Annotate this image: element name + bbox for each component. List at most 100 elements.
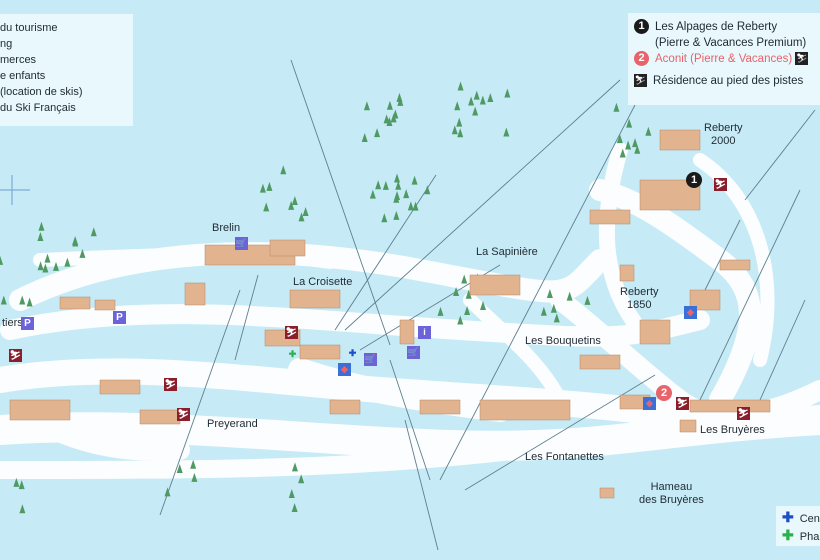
- building: [99, 379, 141, 395]
- building: [589, 209, 631, 225]
- ski-school-esf-icon[interactable]: ⛷: [676, 397, 689, 410]
- pharmacy-icon[interactable]: ✚: [288, 349, 297, 359]
- place-les-bouquetins: Les Bouquetins: [525, 335, 601, 347]
- place-reberty-2000: Reberty 2000: [704, 122, 743, 147]
- building: [329, 399, 361, 415]
- building: [94, 299, 116, 311]
- place-brelin: Brelin: [212, 222, 241, 234]
- tree: [412, 201, 419, 211]
- tree: [298, 212, 305, 222]
- tree: [381, 213, 388, 223]
- tree: [632, 138, 639, 148]
- tree: [190, 459, 197, 469]
- tree: [468, 96, 475, 106]
- ski-school-esf-icon[interactable]: ⛷: [177, 408, 190, 421]
- ski-rental-icon[interactable]: ◆: [684, 306, 697, 319]
- ski-in-icon: ⛷: [795, 52, 809, 66]
- tree: [566, 291, 573, 301]
- ski-school-esf-icon[interactable]: ⛷: [737, 407, 750, 420]
- shopping-cart-icon[interactable]: 🛒: [364, 353, 377, 366]
- legend-item: ng: [0, 38, 13, 50]
- tree: [382, 180, 389, 190]
- tree: [263, 202, 270, 212]
- residence-2-marker[interactable]: 2: [656, 385, 672, 401]
- ski-rental-icon[interactable]: ◆: [643, 397, 656, 410]
- tree: [383, 114, 390, 124]
- tree: [457, 81, 464, 91]
- place-hameau-des-bruyeres: Hameau des Bruyères: [639, 481, 704, 506]
- medical-centre-icon[interactable]: ✚: [348, 348, 357, 358]
- tree: [457, 128, 464, 138]
- building: [689, 289, 721, 311]
- building: [419, 399, 461, 415]
- legend-item-pharmacy: ✚ Phar: [782, 527, 820, 545]
- tree: [424, 185, 431, 195]
- tree: [37, 261, 44, 271]
- tree: [465, 289, 472, 299]
- place-reberty-1850: Reberty 1850: [620, 286, 659, 311]
- building: [269, 239, 306, 257]
- tree: [44, 253, 51, 263]
- tree: [164, 487, 171, 497]
- tree: [454, 101, 461, 111]
- building: [639, 319, 671, 345]
- tourist-info-icon[interactable]: i: [418, 326, 431, 339]
- tree: [451, 125, 458, 135]
- tree: [395, 180, 402, 190]
- tree: [64, 257, 71, 267]
- tree: [280, 165, 287, 175]
- ski-rental-icon[interactable]: ◆: [338, 363, 351, 376]
- ski-school-esf-icon[interactable]: ⛷: [164, 378, 177, 391]
- tree: [479, 95, 486, 105]
- residence-1-marker[interactable]: 1: [686, 172, 702, 188]
- tree: [386, 100, 393, 110]
- tree: [550, 303, 557, 313]
- shopping-cart-icon[interactable]: 🛒: [235, 237, 248, 250]
- building: [184, 282, 206, 306]
- building: [579, 354, 621, 370]
- pistes: [0, 142, 820, 479]
- building: [679, 419, 697, 433]
- ski-in-icon: ⛷: [634, 74, 647, 88]
- tree: [394, 173, 401, 183]
- tree: [634, 144, 641, 154]
- lift-lines: [159, 59, 816, 551]
- place-preyerand: Preyerand: [207, 418, 258, 430]
- legend-services: ✚ Cent ✚ Phar: [776, 506, 820, 546]
- tree: [288, 200, 295, 210]
- tree: [503, 127, 510, 137]
- tree: [266, 181, 273, 191]
- tree: [456, 117, 463, 127]
- tree: [90, 227, 97, 237]
- tree: [540, 306, 547, 316]
- tree: [302, 207, 309, 217]
- ski-school-esf-icon[interactable]: ⛷: [285, 326, 298, 339]
- tree: [625, 140, 632, 150]
- tree: [394, 190, 401, 200]
- parking-icon: P: [113, 311, 126, 324]
- ski-school-esf-icon[interactable]: ⛷: [714, 178, 727, 191]
- legend-label: Phar: [799, 531, 820, 543]
- ski-school-esf-icon[interactable]: ⛷: [9, 349, 22, 362]
- ski-in-label: Résidence au pied des pistes: [653, 75, 804, 87]
- tree: [626, 118, 633, 128]
- shopping-cart-icon[interactable]: 🛒: [407, 346, 420, 359]
- tree: [613, 102, 620, 112]
- marker-1-icon: 1: [634, 19, 649, 35]
- legend-label: Cent: [799, 513, 820, 525]
- building: [59, 296, 91, 310]
- pharmacy-cross-icon: ✚: [782, 527, 794, 543]
- tree: [0, 295, 7, 305]
- tree: [487, 93, 494, 103]
- tree: [19, 295, 26, 305]
- residence-1-name: Les Alpages de Reberty: [655, 21, 778, 33]
- tree: [37, 231, 44, 241]
- buildings: [9, 129, 771, 499]
- tree: [504, 88, 511, 98]
- tree: [437, 306, 444, 316]
- legend-left: du tourisme ng merces e enfants (locatio…: [0, 14, 133, 126]
- tree: [472, 106, 479, 116]
- tree: [473, 90, 480, 100]
